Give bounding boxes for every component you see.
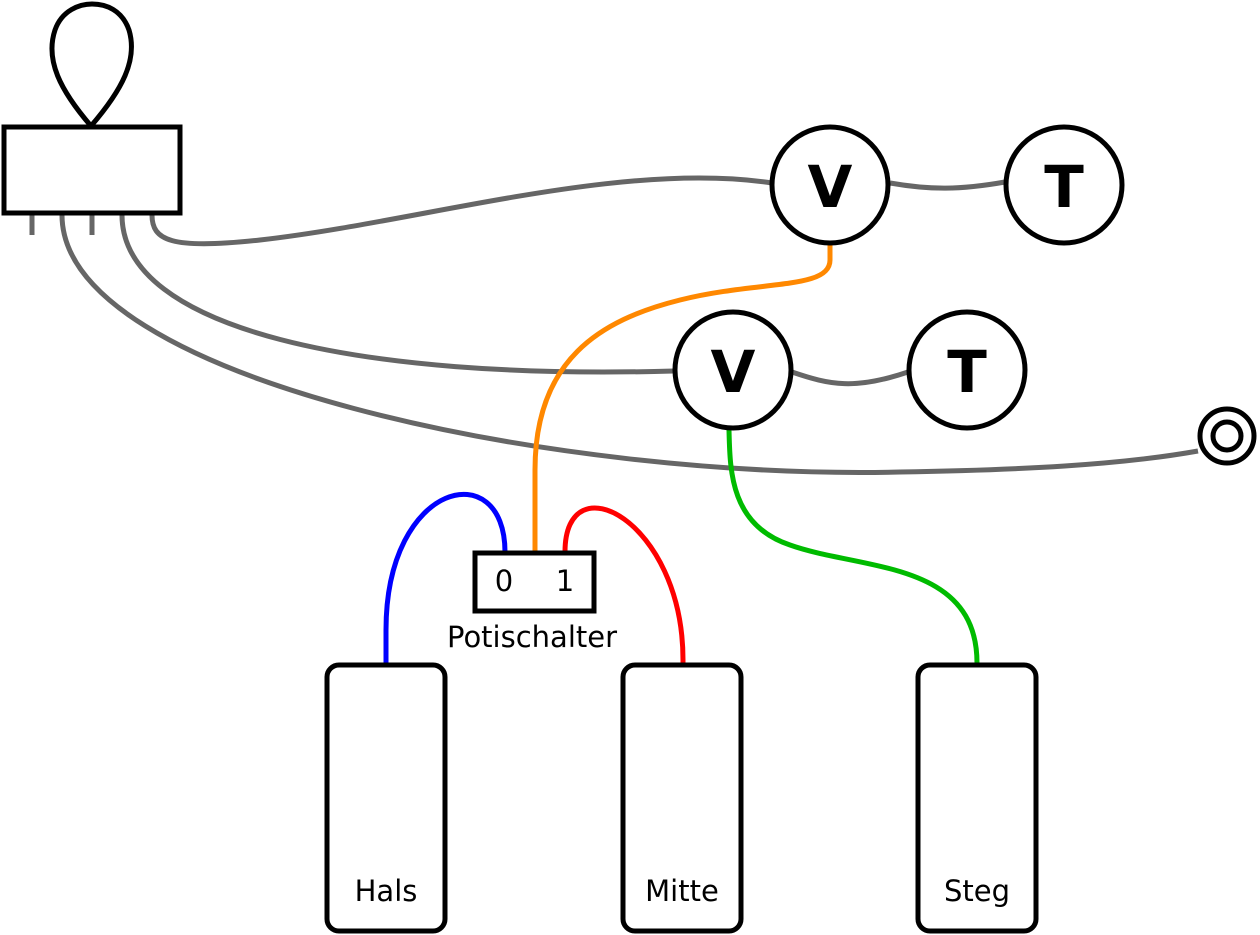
switch-position-1: 1: [556, 564, 574, 598]
wire-volume-2-to-tone-2: [791, 369, 909, 387]
wire-hals: [383, 491, 508, 663]
pickup-steg: Steg: [915, 662, 1039, 934]
pickup-mitte: Mitte: [620, 662, 744, 934]
wire-mitte: [562, 505, 686, 663]
output-jack-icon: [1197, 406, 1257, 466]
wire-switch-to-volume-1: [532, 244, 833, 552]
volume-pot-2-letter: V: [711, 338, 756, 406]
tone-pot-2-letter: T: [947, 338, 987, 406]
push-pull-switch-body: [472, 550, 597, 614]
pickup-hals-label: Hals: [355, 874, 418, 908]
tone-pot-2: T: [906, 309, 1028, 431]
toggle-switch-body: [1, 124, 183, 216]
pickup-hals: Hals: [324, 662, 448, 934]
wire-switch-to-volume-2: [119, 214, 675, 375]
pickup-steg-label: Steg: [944, 874, 1010, 908]
tone-pot-1-letter: T: [1044, 153, 1084, 221]
wire-volume-1-to-tone-1: [889, 179, 1006, 191]
wire-switch-to-output-jack: [59, 214, 1199, 475]
switch-position-0: 0: [495, 564, 513, 598]
push-pull-switch-label: Potischalter: [447, 620, 617, 654]
volume-pot-1: V: [769, 124, 891, 246]
volume-pot-1-letter: V: [808, 153, 853, 221]
push-pull-switch: 0 1 Potischalter: [447, 550, 617, 654]
wire-steg: [726, 429, 980, 664]
volume-pot-2: V: [672, 309, 794, 431]
pickup-mitte-label: Mitte: [645, 874, 719, 908]
three-way-toggle-switch: [1, 1, 183, 216]
wire-switch-to-volume-1: [149, 175, 773, 247]
tone-pot-1: T: [1003, 124, 1125, 246]
toggle-switch-tip: [49, 1, 134, 130]
